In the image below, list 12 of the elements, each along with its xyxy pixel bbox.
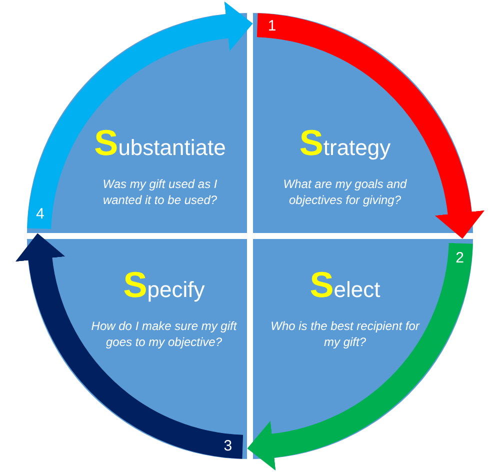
step-question: Who is the best recipient for my gift? [270,319,420,350]
step-number: 2 [456,250,464,266]
step-number: 3 [224,438,232,454]
step-question: Was my gift used as I wanted it to be used? [102,177,218,208]
step-title: Substantiate [94,125,226,161]
step-number: 1 [268,18,276,34]
step-title: Specify [123,267,205,303]
step-title: Strategy [299,125,391,161]
step-question: What are my goals and objectives for giving? [282,177,408,208]
step-number: 4 [36,206,44,222]
step-question: How do I make sure my gift goes to my objective? [90,319,238,350]
step-title: Select [310,267,380,303]
